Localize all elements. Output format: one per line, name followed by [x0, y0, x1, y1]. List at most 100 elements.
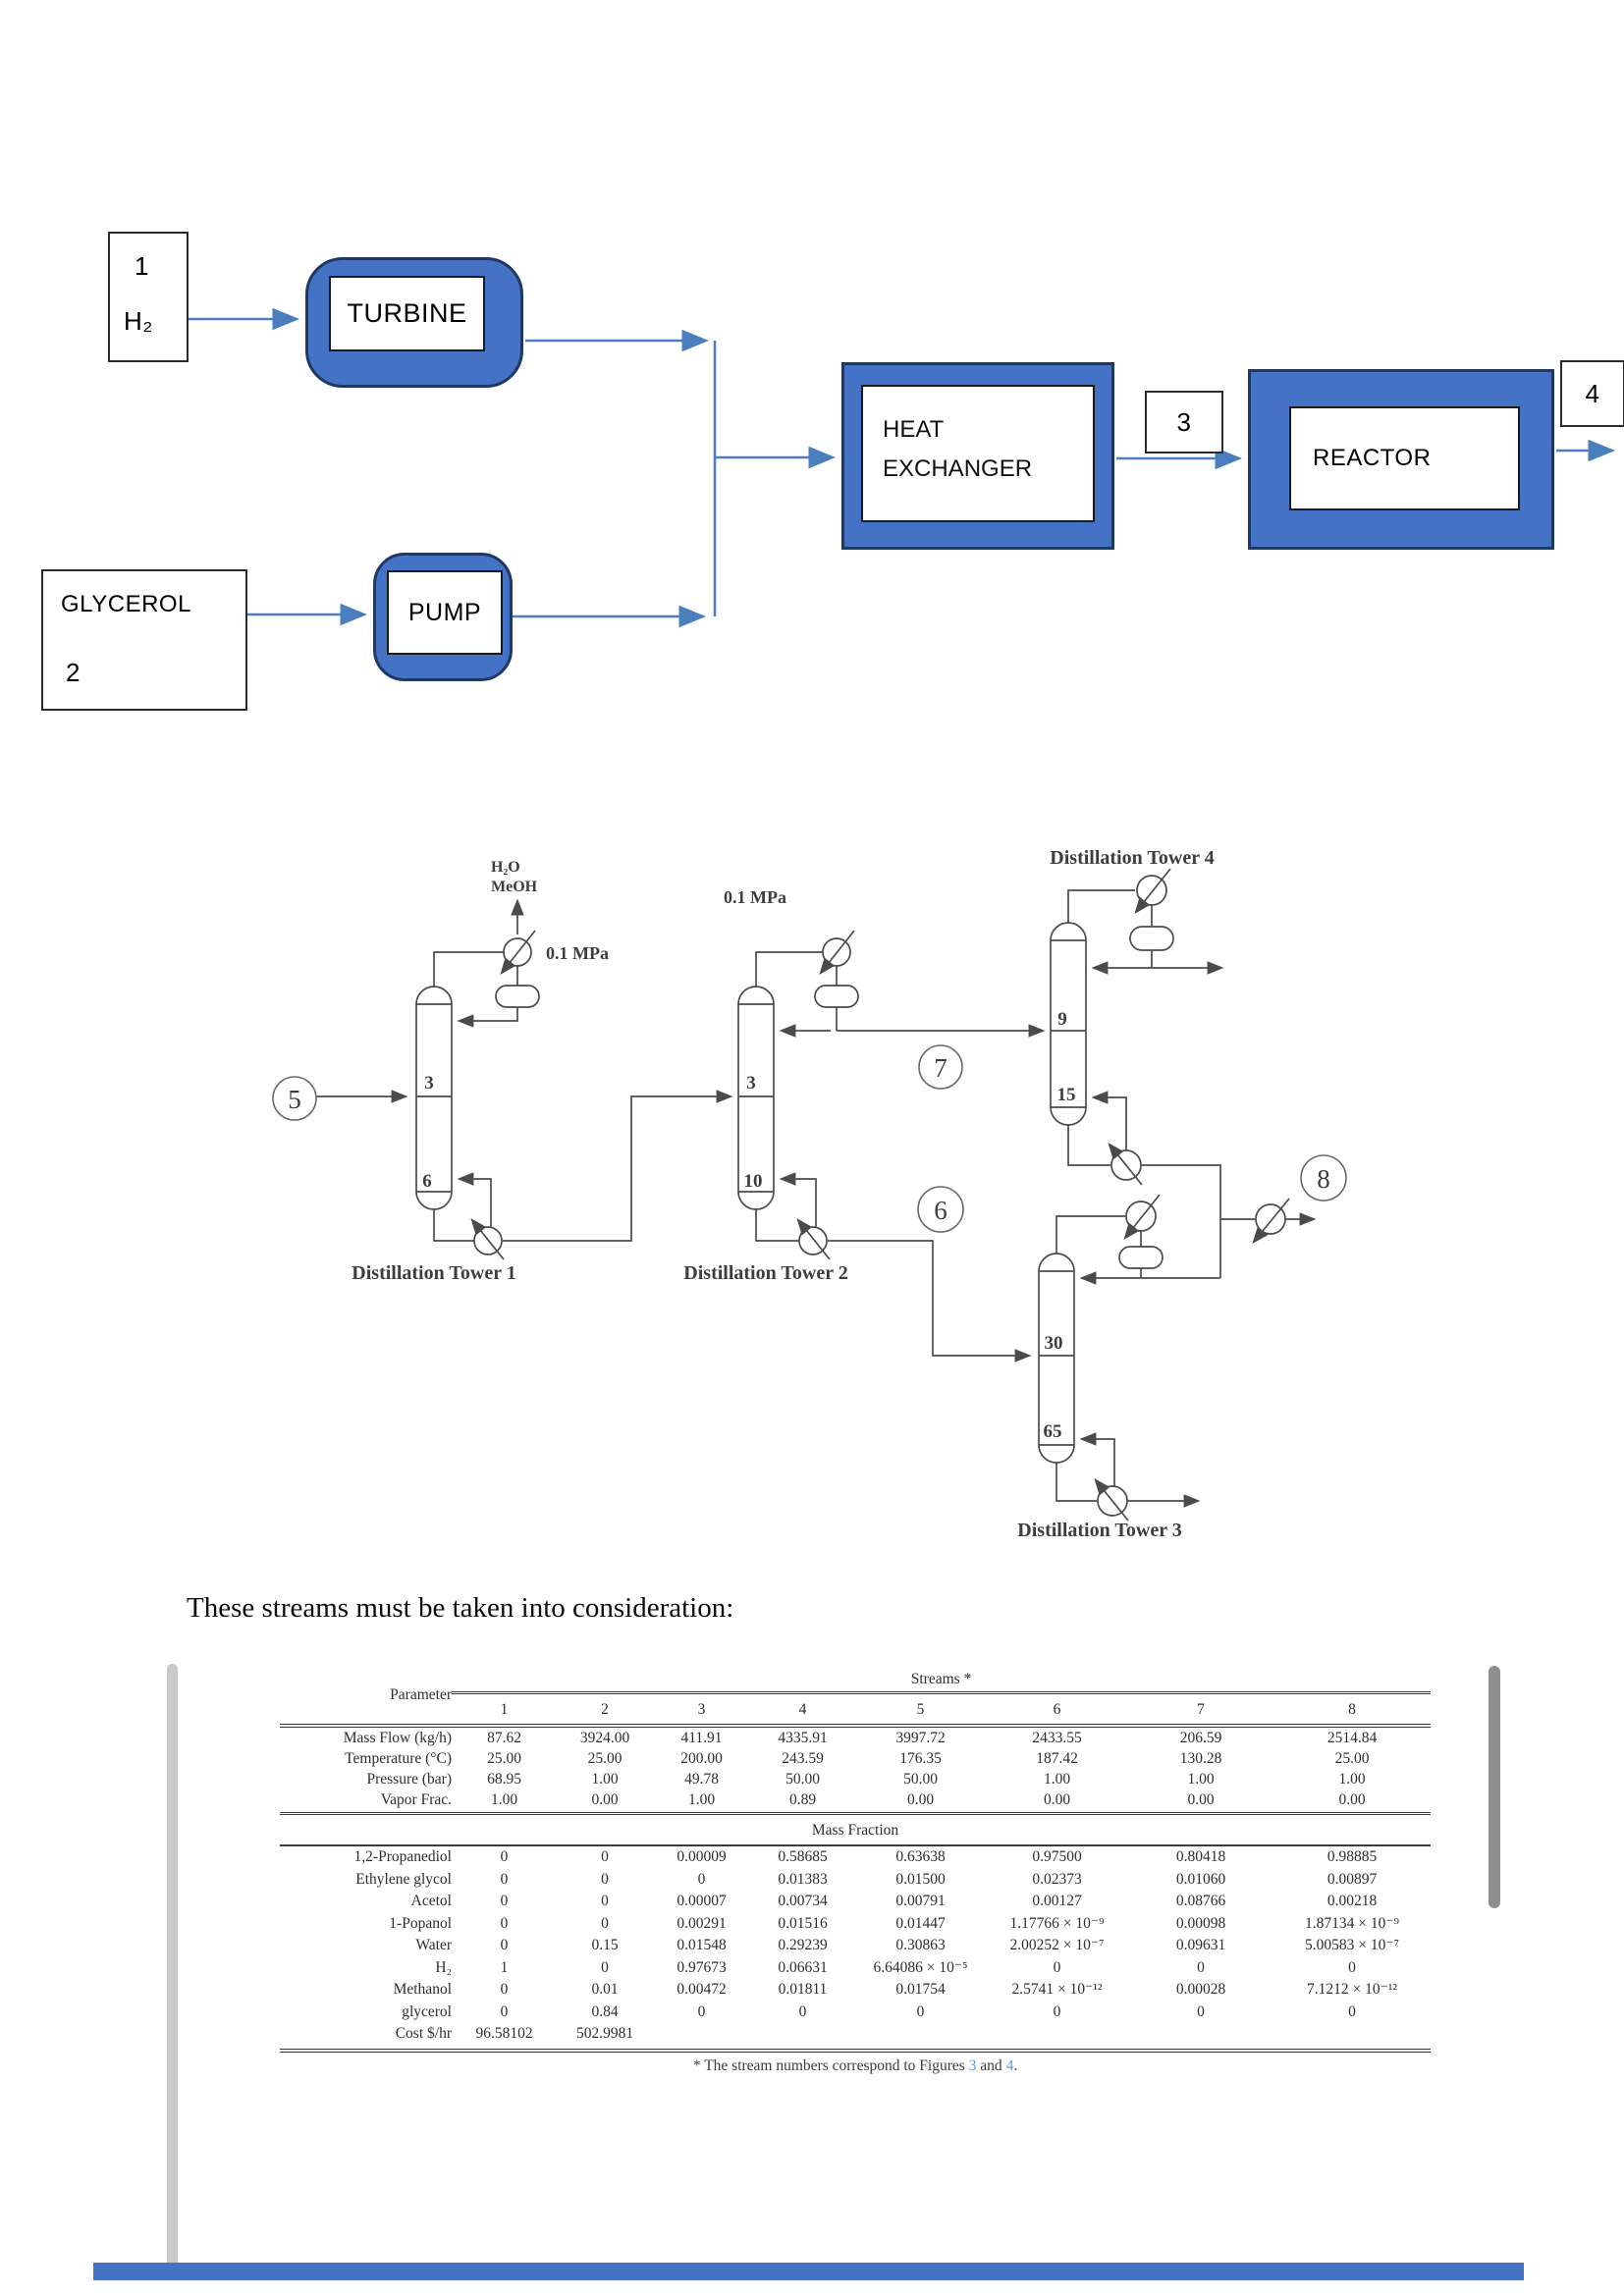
- tower1-feed-tray: 3: [424, 1073, 434, 1094]
- row-label: Cost $/hr: [280, 2023, 452, 2053]
- cell-value: 0: [500, 2002, 509, 2020]
- figure3-link[interactable]: 3: [968, 2057, 977, 2074]
- cell-value: 0: [916, 2002, 925, 2020]
- cell-value: 0.00: [1128, 1789, 1273, 1815]
- cell-value: 0.84: [591, 2002, 619, 2020]
- cell-value: 0.89: [750, 1789, 855, 1815]
- cell-value: 0.01383: [778, 1870, 828, 1888]
- row-label: Ethylene glycol: [355, 1870, 452, 1888]
- cell-value: 130.28: [1179, 1750, 1222, 1767]
- flow-arrows-layer: [187, 307, 1615, 628]
- stream2-number: 2: [66, 658, 81, 687]
- stream6-number: 6: [934, 1196, 947, 1225]
- cell-value: 0.00009: [677, 1848, 727, 1865]
- column-header: 8: [1273, 1692, 1432, 1728]
- cell-value: 2433.55: [1032, 1730, 1082, 1746]
- cell-value: 87.62: [487, 1730, 521, 1746]
- stream8-number: 8: [1317, 1164, 1330, 1194]
- cell-value: 0.00: [855, 1789, 986, 1815]
- cell-value: 25.00: [487, 1750, 521, 1767]
- cell-value: 1.00: [1338, 1771, 1366, 1788]
- reflux-drum1: [495, 985, 540, 1008]
- cell-value: 0.80418: [1175, 1848, 1226, 1865]
- tower4-name: Distillation Tower 4: [1050, 847, 1214, 869]
- footnote-text: * The stream numbers correspond to Figur…: [692, 2057, 969, 2074]
- cell-value: 0.00: [1273, 1789, 1432, 1815]
- mass-fraction-header: Mass Fraction: [280, 1813, 1432, 1846]
- cell-value: 0.00007: [677, 1893, 727, 1909]
- tower3-feed-tray: 30: [1045, 1333, 1063, 1354]
- column-header: 2: [557, 1692, 653, 1728]
- cell-value: 0: [500, 1893, 509, 1909]
- cell-value: 0.06631: [778, 1958, 828, 1976]
- right-scrollbar[interactable]: [1489, 1666, 1500, 1908]
- footnote-text: and: [976, 2057, 1006, 2074]
- cell-value: 0.01060: [1175, 1870, 1226, 1888]
- cell-value: 0.63638: [895, 1848, 946, 1865]
- cell-value: 68.95: [487, 1771, 521, 1788]
- row-label: Mass Flow (kg/h): [343, 1730, 452, 1746]
- cell-value: 96.58102: [452, 2023, 557, 2053]
- heat-exchanger-label-line1: HEAT: [883, 416, 945, 443]
- bottom-scrollbar[interactable]: [93, 2263, 1524, 2280]
- streams-header: Streams *: [452, 1666, 1432, 1694]
- cell-value: 5.00583 × 10⁻⁷: [1305, 1937, 1399, 1953]
- cell-value: 502.9981: [557, 2023, 653, 2053]
- cell-value: 1.00: [653, 1789, 750, 1815]
- cell-value: 3924.00: [579, 1730, 630, 1746]
- tower2-name: Distillation Tower 2: [683, 1262, 847, 1284]
- cell-value: [750, 2023, 855, 2053]
- tower3-column: [1038, 1253, 1075, 1464]
- cell-value: 0: [601, 1870, 609, 1888]
- cell-value: 25.00: [587, 1750, 623, 1767]
- column-header: 4: [750, 1692, 855, 1728]
- cell-value: 1: [500, 1958, 509, 1976]
- stream1-number: 1: [135, 251, 149, 281]
- cell-value: 0.97673: [677, 1958, 727, 1976]
- reactor-block: REACTOR: [1248, 369, 1554, 550]
- cell-value: 0.00472: [677, 1981, 727, 1998]
- heat-exchanger-label-line2: EXCHANGER: [883, 455, 1033, 482]
- cell-value: 0: [697, 1870, 706, 1888]
- column-header: 1: [452, 1692, 557, 1728]
- stream7-number: 7: [934, 1053, 947, 1083]
- cell-value: 0.00791: [895, 1893, 946, 1909]
- cell-value: 50.00: [903, 1771, 938, 1788]
- table-row: Parameter Streams *: [280, 1666, 1432, 1728]
- parameter-header: Parameter: [280, 1666, 452, 1728]
- tower1-bottom-tray: 6: [422, 1171, 432, 1192]
- tower2-piping: [755, 951, 1046, 1362]
- cell-value: 25.00: [1334, 1750, 1370, 1767]
- cell-value: 0.00028: [1175, 1981, 1226, 1998]
- stream-data-table: Parameter Streams * 1 2 3 4 5 6 7 8 Mass…: [280, 1666, 1432, 2080]
- figure4-link[interactable]: 4: [1005, 2057, 1014, 2074]
- cell-value: [653, 2023, 750, 2053]
- row-label: 1-Popanol: [389, 1914, 452, 1932]
- table-row: * The stream numbers correspond to Figur…: [280, 2051, 1431, 2080]
- stream4-box: 4: [1560, 360, 1624, 427]
- cell-value: 243.59: [782, 1750, 824, 1767]
- cell-value: 0.15: [591, 1937, 619, 1953]
- tower2-column: [737, 986, 775, 1210]
- left-scrollbar[interactable]: [167, 1664, 178, 2268]
- tower3-bottom-tray: 65: [1044, 1421, 1062, 1442]
- cell-value: 4335.91: [778, 1730, 828, 1746]
- tower4-column: [1050, 922, 1087, 1126]
- tower3-name: Distillation Tower 3: [1017, 1520, 1181, 1541]
- cell-value: 0.09631: [1175, 1937, 1226, 1953]
- cell-value: 1.00: [452, 1789, 557, 1815]
- tower2-bottom-tray: 10: [744, 1171, 763, 1192]
- table-row: Mass Fraction: [280, 1813, 1432, 1846]
- cell-value: 0.29239: [778, 1937, 828, 1953]
- tower2-feed-tray: 3: [746, 1073, 756, 1094]
